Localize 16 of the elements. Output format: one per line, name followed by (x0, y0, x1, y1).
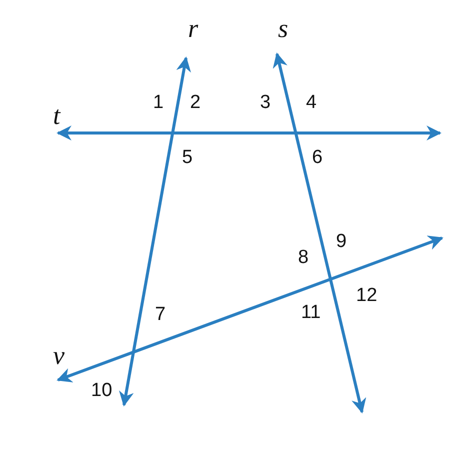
line-name-label: r (188, 16, 198, 42)
angle-number: 10 (91, 381, 112, 400)
angle-number: 1 (153, 93, 164, 112)
angle-number: 4 (306, 93, 317, 112)
angle-number: 12 (356, 286, 378, 305)
angle-number: 9 (336, 232, 347, 251)
line-name-label: t (53, 103, 60, 129)
angle-number: 11 (301, 303, 321, 322)
line-name-label: s (278, 16, 288, 42)
angle-number: 7 (155, 305, 166, 324)
angle-number: 2 (190, 93, 201, 112)
angle-number: 5 (182, 148, 193, 167)
angle-number: 8 (298, 248, 309, 267)
angle-number: 3 (260, 93, 271, 112)
angle-number: 6 (312, 148, 323, 167)
line-name-label: v (53, 343, 65, 369)
